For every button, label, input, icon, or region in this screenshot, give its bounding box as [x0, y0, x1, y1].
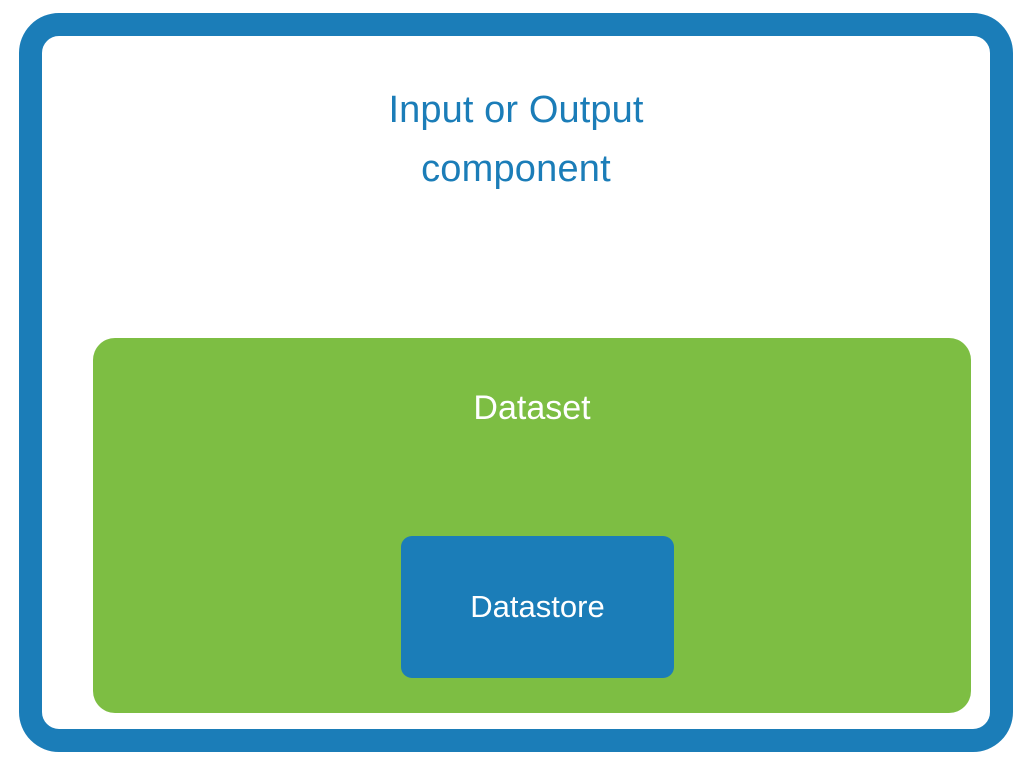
component-title-line-2: component [421, 148, 611, 190]
input-output-component-box[interactable]: Input or Output component Dataset Datast… [19, 13, 1013, 752]
component-title-line-1: Input or Output [388, 89, 644, 131]
datastore-label: Datastore [470, 589, 605, 624]
datastore-box[interactable]: Datastore [401, 536, 674, 678]
dataset-label: Dataset [473, 389, 591, 427]
component-title: Input or Output component [42, 81, 990, 199]
dataset-box[interactable]: Dataset Datastore [93, 338, 971, 713]
